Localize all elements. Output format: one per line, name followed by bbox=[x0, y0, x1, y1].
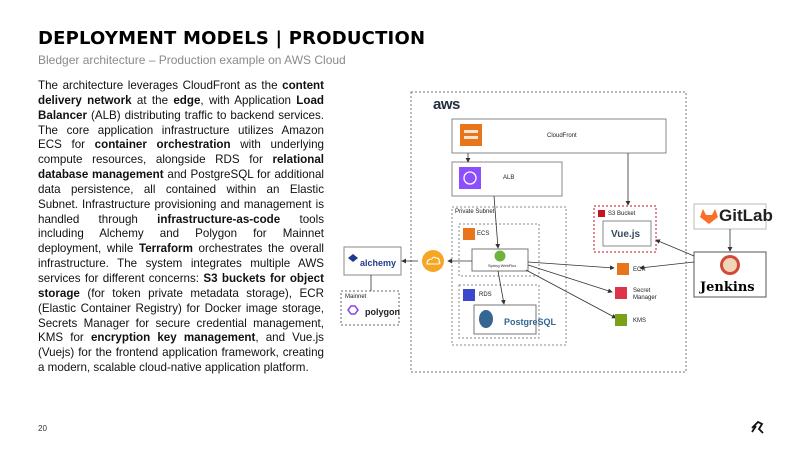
text-span: (for token private metadata storage), EC… bbox=[38, 286, 324, 345]
bold-phrase: Load Balancer bbox=[38, 93, 324, 122]
private-subnet-boundary bbox=[451, 206, 567, 346]
text-span: with underlying compute resources, along… bbox=[38, 138, 324, 167]
alb-icon bbox=[459, 167, 481, 189]
bold-phrase: Terraform bbox=[138, 242, 193, 256]
mainnet-group bbox=[340, 290, 400, 326]
text-span: orchestrates the overall infrastructure.… bbox=[38, 242, 324, 285]
cloudfront-icon bbox=[460, 124, 482, 146]
postgresql-label: PostgreSQL bbox=[504, 317, 557, 327]
secret-label: Secret bbox=[633, 288, 651, 294]
manager-label: Manager bbox=[633, 295, 657, 301]
cloud-icon bbox=[422, 250, 444, 272]
text-span: at the bbox=[131, 93, 174, 107]
bold-phrase: infrastructure-as-code bbox=[157, 212, 281, 226]
alchemy-icon bbox=[348, 254, 358, 262]
page-number: 20 bbox=[38, 424, 47, 433]
ecr-label: ECR bbox=[633, 267, 646, 273]
alchemy-box bbox=[343, 246, 402, 276]
rds-label: RDS bbox=[479, 292, 492, 298]
bold-phrase: container orchestration bbox=[94, 138, 231, 152]
ecs-icon bbox=[463, 228, 475, 240]
jenkins-label: Jenkins bbox=[700, 280, 755, 295]
s3-group bbox=[593, 205, 657, 253]
s3-icon bbox=[598, 210, 605, 217]
gitlab-icon bbox=[700, 209, 718, 224]
bold-phrase: content delivery network bbox=[38, 79, 324, 107]
cloudfront-box bbox=[451, 118, 667, 154]
bold-phrase: relational database management bbox=[38, 153, 324, 182]
text-span: and PostgreSQL for additional data persi… bbox=[38, 168, 324, 226]
runner-logo bbox=[751, 420, 764, 434]
polygon-icon bbox=[347, 305, 359, 315]
bold-phrase: S3 buckets for object storage bbox=[38, 271, 324, 300]
bold-phrase: edge bbox=[173, 93, 201, 107]
spring-icon bbox=[494, 250, 506, 262]
text-span: (ALB) distributing traffic to backend se… bbox=[38, 108, 324, 152]
s3-label: S3 Bucket bbox=[608, 211, 636, 217]
postgresql-icon bbox=[479, 310, 493, 328]
kms-icon bbox=[615, 314, 627, 326]
vuejs-box bbox=[602, 220, 652, 247]
rds-group bbox=[458, 284, 540, 339]
polygon-label: polygon bbox=[365, 307, 400, 317]
alb-label: ALB bbox=[503, 175, 515, 181]
private-subnet-label: Private Subnet bbox=[455, 209, 495, 215]
text-span: tools including Alchemy and Polygon for … bbox=[38, 212, 324, 256]
ecs-label: ECS bbox=[477, 231, 490, 237]
alchemy-label: alchemy bbox=[360, 258, 397, 268]
aws-boundary bbox=[410, 91, 687, 373]
text-span: , and Vue.js (Vuejs) for the frontend ap… bbox=[38, 331, 324, 375]
mainnet-label: Mainnet bbox=[345, 294, 367, 300]
vuejs-label: Vue.js bbox=[611, 229, 641, 240]
description-paragraph: The architecture leverages CloudFront as… bbox=[38, 79, 324, 376]
page-subtitle: Bledger architecture – Production exampl… bbox=[38, 53, 346, 67]
secret-manager-icon bbox=[615, 287, 627, 299]
text-span: The architecture leverages CloudFront as… bbox=[38, 79, 283, 92]
bold-phrase: encryption key management bbox=[90, 331, 256, 345]
rds-icon bbox=[463, 289, 475, 301]
text-span: , with Application bbox=[200, 93, 297, 107]
gitlab-label: GitLab bbox=[719, 206, 773, 225]
kms-label: KMS bbox=[633, 318, 647, 324]
ecr-icon bbox=[617, 263, 629, 275]
spring-label: Spring WebFlux bbox=[488, 263, 517, 268]
cloudfront-label: CloudFront bbox=[547, 133, 577, 139]
page-title: DEPLOYMENT MODELS | PRODUCTION bbox=[38, 28, 426, 49]
aws-logo: aws bbox=[433, 96, 460, 113]
